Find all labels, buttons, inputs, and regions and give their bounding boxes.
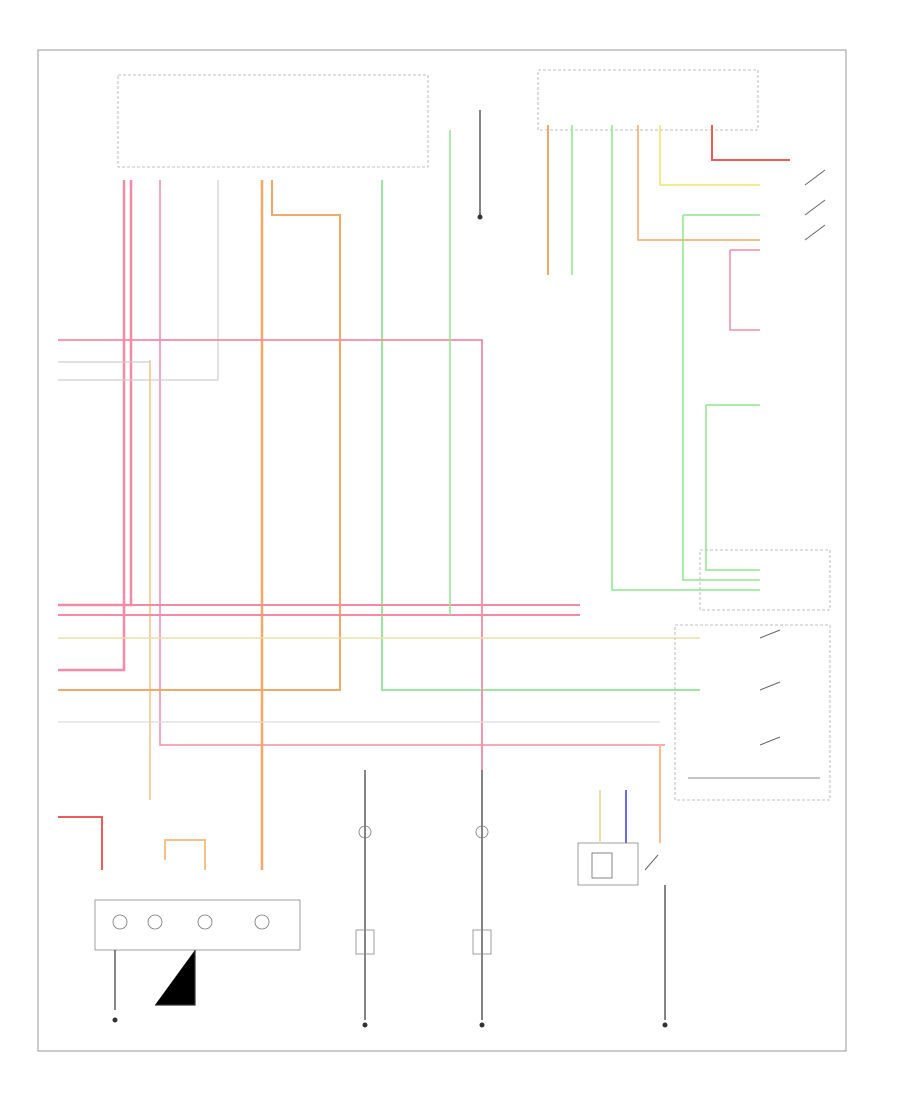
lamp-symbol-5 bbox=[197, 914, 213, 930]
lamp-symbol-4 bbox=[147, 914, 163, 930]
wire-dark-1 bbox=[159, 180, 665, 746]
lamp-symbol-2 bbox=[475, 825, 489, 839]
lamp-symbol-1 bbox=[358, 825, 372, 839]
wire-dark-bottom-5 bbox=[155, 950, 196, 1006]
relay-switch-symbol bbox=[644, 854, 659, 871]
lamp-symbol-6 bbox=[254, 914, 270, 930]
switch-symbol-2 bbox=[804, 199, 826, 216]
switch-symbol-1 bbox=[804, 169, 826, 186]
connector-bottom-1 bbox=[355, 929, 375, 955]
ground-symbol-4 bbox=[479, 1022, 485, 1028]
ground-symbol-2 bbox=[112, 1017, 118, 1023]
wire-green-4 bbox=[611, 125, 760, 591]
switch-symbol-5 bbox=[759, 681, 781, 691]
wire-orange-4 bbox=[637, 125, 760, 241]
switch-symbol-3 bbox=[804, 224, 826, 241]
wire-red-1 bbox=[58, 816, 103, 870]
connector-bottom-2 bbox=[472, 929, 492, 955]
wire-red-2 bbox=[711, 125, 790, 161]
wire-pink-3 bbox=[58, 339, 483, 770]
switch-block-top-right bbox=[537, 69, 759, 131]
wire-yellow-2 bbox=[659, 125, 760, 186]
connector-block-right-lower bbox=[674, 624, 831, 801]
wire-green-6 bbox=[705, 405, 760, 571]
wire-orange-6 bbox=[164, 839, 206, 870]
wire-grey-1 bbox=[58, 180, 219, 381]
wire-green-1 bbox=[381, 180, 700, 691]
wire-pink-2 bbox=[58, 180, 133, 607]
wire-orange-2 bbox=[58, 180, 341, 691]
ground-symbol-1 bbox=[477, 214, 483, 220]
lamp-assembly-bottom-left bbox=[94, 899, 301, 951]
relay-box bbox=[577, 842, 639, 886]
wire-pink-1 bbox=[58, 180, 126, 672]
wire-pink-6 bbox=[729, 250, 760, 331]
module-box-top bbox=[117, 74, 429, 168]
switch-symbol-4 bbox=[759, 629, 781, 639]
wire-green-5 bbox=[682, 215, 760, 581]
relay-coil-symbol bbox=[591, 852, 613, 879]
ground-symbol-3 bbox=[362, 1022, 368, 1028]
lamp-symbol-3 bbox=[112, 914, 128, 930]
switch-symbol-6 bbox=[759, 736, 781, 746]
diagram-border bbox=[37, 49, 847, 1052]
ground-symbol-5 bbox=[662, 1022, 668, 1028]
